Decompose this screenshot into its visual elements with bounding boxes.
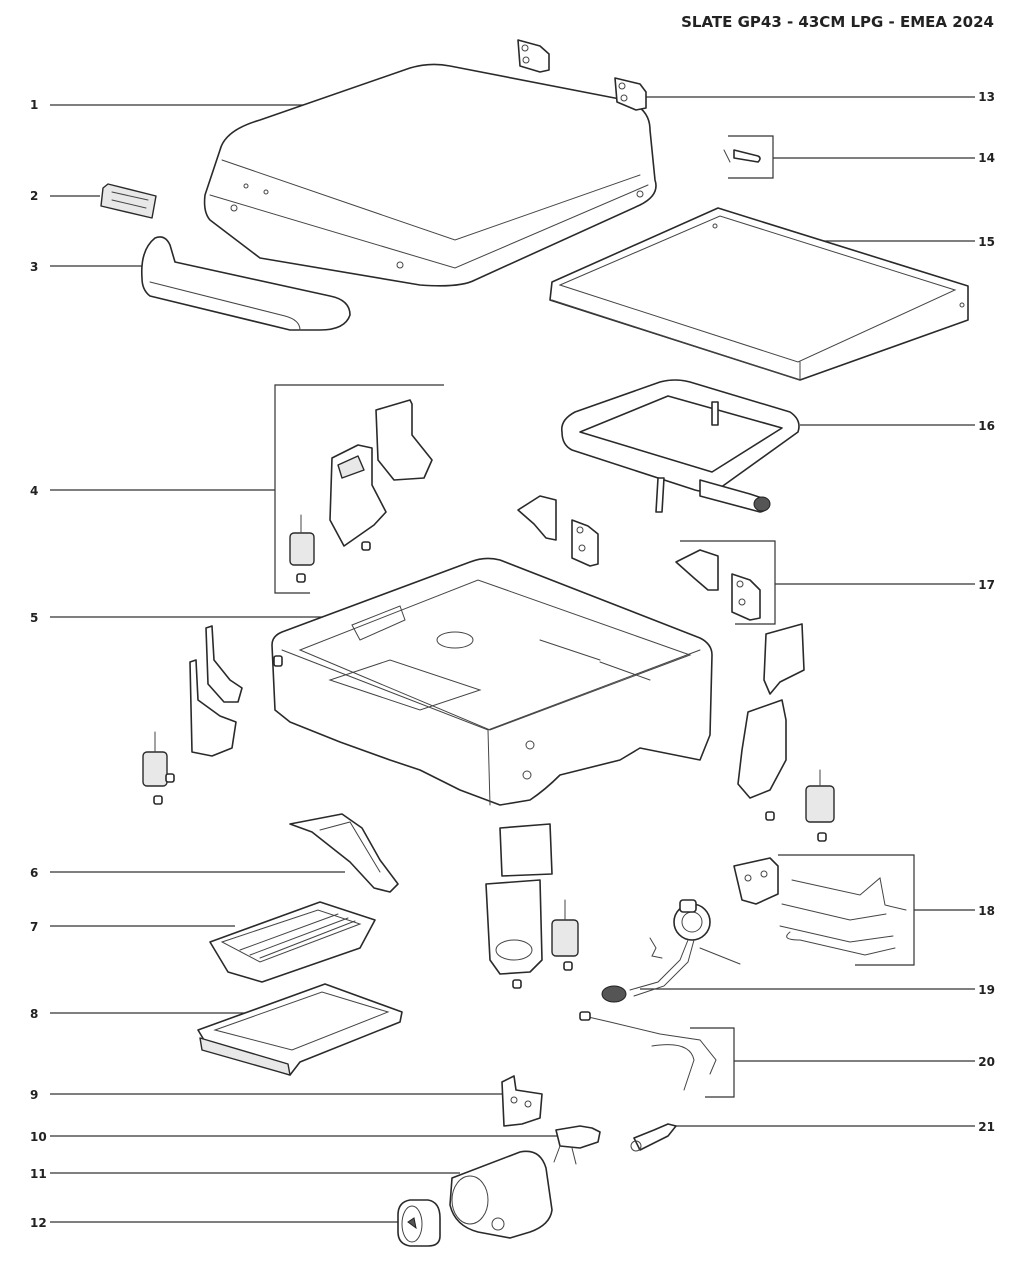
callout-17: 17: [680, 540, 995, 625]
callout-10: 10: [30, 1130, 560, 1144]
callout-2: 2: [30, 189, 100, 203]
callout-15: 15: [800, 235, 995, 249]
callout-11: 11: [30, 1167, 460, 1181]
callout-9: 9: [30, 1088, 505, 1102]
part-main-body: [271, 557, 713, 806]
callout-number: 16: [978, 419, 995, 433]
callout-number: 15: [978, 235, 995, 249]
callout-6: 6: [30, 866, 345, 880]
part-igniter: [630, 1123, 677, 1152]
callout-3: 3: [30, 260, 145, 274]
callout-number: 7: [30, 920, 38, 934]
callout-number: 4: [30, 484, 38, 498]
callout-number: 21: [978, 1120, 995, 1134]
callout-4: 4: [30, 384, 444, 594]
callout-number: 2: [30, 189, 38, 203]
part-valve: [553, 1125, 601, 1165]
callout-number: 13: [978, 90, 995, 104]
callout-number: 8: [30, 1007, 38, 1021]
callout-number: 12: [30, 1216, 47, 1230]
part-lid: [203, 63, 657, 287]
callout-13: 13: [640, 90, 995, 104]
part-drip-tray-liner: [209, 901, 376, 983]
part-tank-holder: [733, 857, 907, 956]
callout-7: 7: [30, 920, 235, 934]
callout-number: 9: [30, 1088, 38, 1102]
callout-20: 20: [690, 1027, 995, 1098]
callout-number: 20: [978, 1055, 995, 1069]
callout-1: 1: [30, 98, 330, 112]
part-leg-bracket-set: [289, 399, 433, 583]
callout-number: 19: [978, 983, 995, 997]
part-leg-bracket-left: [142, 625, 243, 805]
part-leg-bracket-center: [485, 823, 579, 989]
callout-21: 21: [672, 1120, 995, 1134]
callout-number: 5: [30, 611, 38, 625]
callout-8: 8: [30, 1007, 245, 1021]
callout-16: 16: [800, 419, 995, 433]
part-hinge-bracket: [517, 39, 647, 111]
part-igniter-lead: [579, 1011, 717, 1091]
part-badge: [100, 183, 157, 219]
callout-18: 18: [778, 854, 995, 966]
callout-12: 12: [30, 1216, 400, 1230]
part-drip-tray: [197, 983, 403, 1076]
part-valve-bracket: [501, 1075, 543, 1127]
callout-number: 18: [978, 904, 995, 918]
part-burner-frame: [560, 379, 800, 513]
callout-number: 3: [30, 260, 38, 274]
callout-number: 11: [30, 1167, 47, 1181]
callout-19: 19: [640, 983, 995, 997]
part-griddle-plate: [549, 207, 969, 381]
callout-number: 14: [978, 151, 995, 165]
callout-14: 14: [728, 135, 995, 179]
part-side-bracket: [517, 495, 761, 621]
part-regulator-hose: [601, 899, 741, 1003]
callout-number: 6: [30, 866, 38, 880]
part-hinge-pins: [723, 149, 761, 163]
part-knob-housing: [449, 1150, 553, 1239]
callout-number: 17: [978, 578, 995, 592]
part-handle: [140, 236, 351, 331]
callout-number: 10: [30, 1130, 47, 1144]
callout-5: 5: [30, 611, 330, 625]
callout-number: 1: [30, 98, 38, 112]
part-leg-bracket-right: [737, 623, 835, 842]
part-control-knob: [397, 1199, 441, 1247]
part-drip-guide: [289, 813, 399, 893]
diagram-title: SLATE GP43 - 43CM LPG - EMEA 2024: [681, 13, 994, 31]
